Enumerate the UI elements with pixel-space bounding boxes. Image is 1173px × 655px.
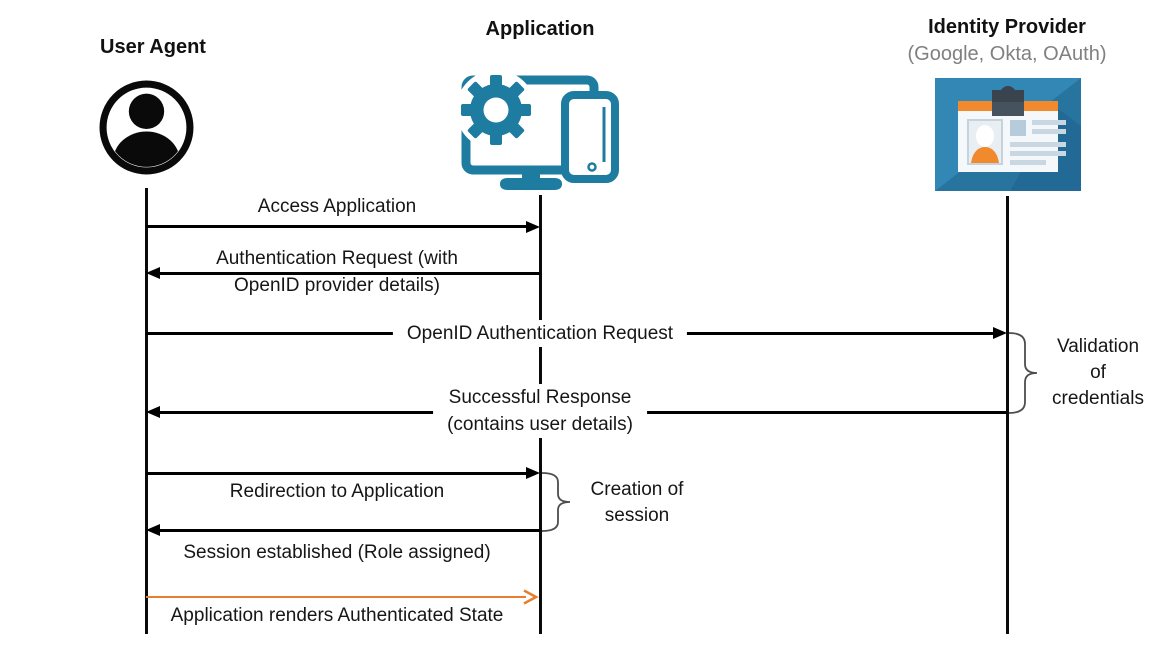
message-arrow-line xyxy=(146,471,527,475)
message-arrow-line-orange xyxy=(146,595,526,598)
person-icon xyxy=(99,80,194,175)
message-label: Redirection to Application xyxy=(229,481,445,502)
message-label: Successful Response (contains user detai… xyxy=(433,384,647,438)
message-arrow-line xyxy=(159,528,540,532)
id-card-icon xyxy=(935,78,1081,191)
note-creation-of-session: Creation of session xyxy=(590,479,684,526)
message-label: Application renders Authenticated State xyxy=(170,605,504,626)
message-arrow-line xyxy=(146,225,527,228)
note-validation-of-credentials: Validation of credentials xyxy=(1052,336,1144,409)
actor-title-identity-provider: Identity Provider xyxy=(928,16,1086,38)
message-label: Authentication Request (with OpenID prov… xyxy=(216,248,458,296)
message-label: Session established (Role assigned) xyxy=(183,542,491,563)
arrowhead-right-icon xyxy=(993,327,1007,339)
arrowhead-left-icon xyxy=(146,406,160,418)
devices-gear-icon xyxy=(456,70,619,190)
brace-session xyxy=(541,472,571,532)
arrowhead-open-right-icon xyxy=(523,589,539,605)
message-label: Access Application xyxy=(257,196,417,217)
arrowhead-left-icon xyxy=(146,267,160,279)
actor-subtitle-identity-provider: (Google, Okta, OAuth) xyxy=(907,43,1107,65)
actor-title-user-agent: User Agent xyxy=(100,36,206,58)
message-arrow-line xyxy=(159,271,540,275)
brace-validation xyxy=(1008,332,1038,414)
arrowhead-left-icon xyxy=(146,524,160,536)
lifeline-identity-provider xyxy=(1005,196,1009,634)
arrowhead-right-icon xyxy=(526,220,540,233)
arrowhead-right-icon xyxy=(526,467,540,479)
message-label: OpenID Authentication Request xyxy=(392,319,688,347)
actor-title-application: Application xyxy=(485,18,595,40)
